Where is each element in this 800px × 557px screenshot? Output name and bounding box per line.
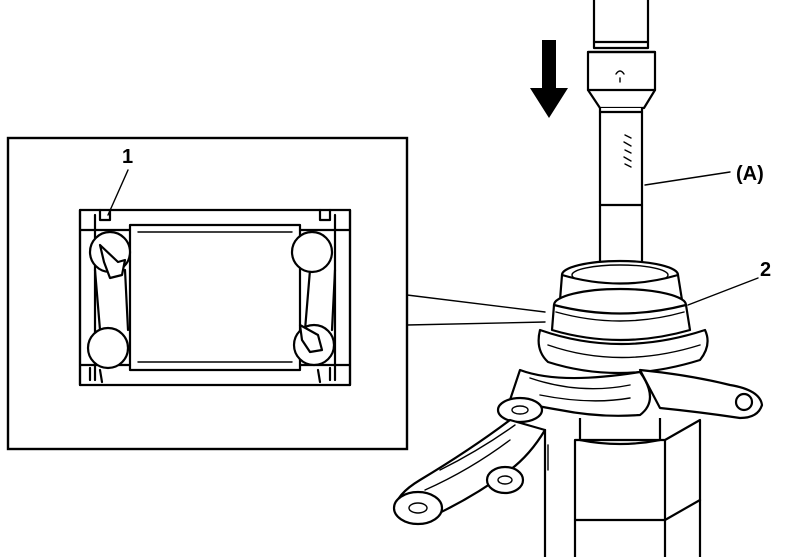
press-tool: (A) xyxy=(586,0,764,277)
inset-connector-lines xyxy=(406,294,546,326)
bearing-cross-section xyxy=(78,208,352,387)
steering-knuckle xyxy=(392,328,764,526)
ball-top-right xyxy=(290,230,334,274)
support-block xyxy=(543,418,702,557)
down-arrow-icon xyxy=(530,40,568,118)
ball-bottom-left xyxy=(86,326,130,370)
inset-frame xyxy=(6,136,409,451)
label-a: (A) xyxy=(736,163,764,185)
leader-line-1 xyxy=(107,169,129,216)
label-1: 1 xyxy=(122,146,133,168)
inset-detail: 1 xyxy=(6,136,409,451)
label-2: 2 xyxy=(760,259,771,281)
leader-line-2 xyxy=(687,277,759,306)
wheel-bearing: 2 xyxy=(550,259,771,342)
leader-line-a xyxy=(644,171,731,186)
